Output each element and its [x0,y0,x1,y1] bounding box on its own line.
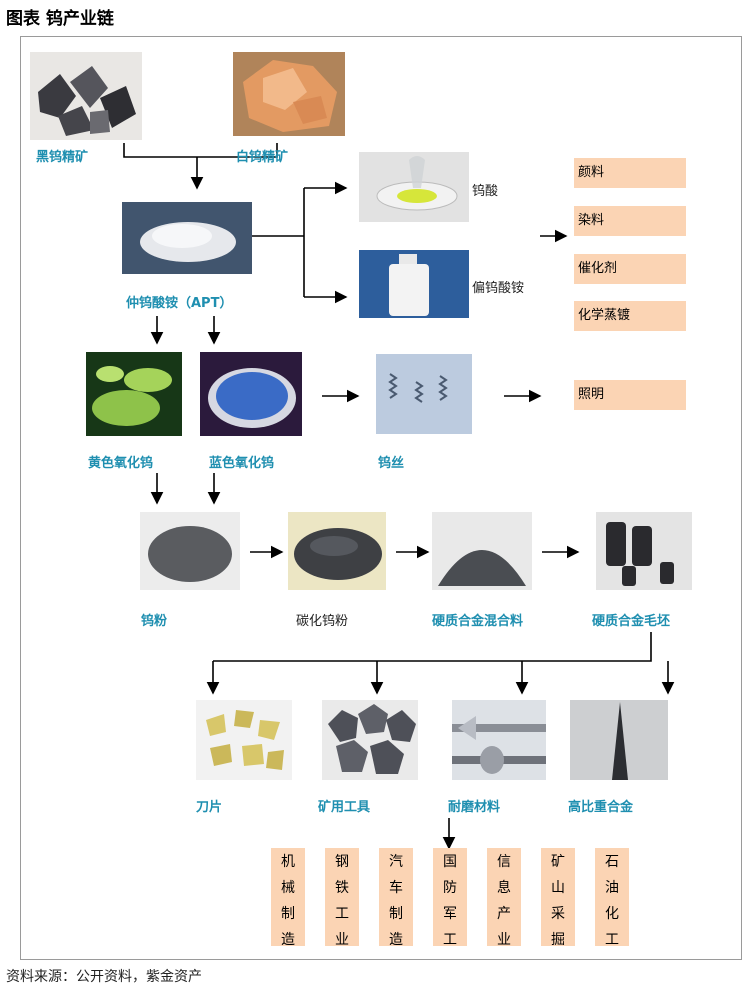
carbide-powder-label: 碳化钨粉 [296,610,348,629]
industry-char: 石 [605,851,619,874]
blank-label: 硬质合金毛坯 [592,610,670,629]
mix-image [432,512,532,590]
industry-box-petrochem: 石 油 化 工 [595,848,629,946]
apt-label: 仲钨酸铵（APT） [126,292,232,311]
industry-box-defense: 国 防 军 工 [433,848,467,946]
industry-char: 山 [551,877,565,900]
mix-label: 硬质合金混合料 [432,610,523,629]
wear-image [452,700,546,780]
amt-label: 偏钨酸铵 [472,277,524,296]
powder-label: 钨粉 [141,610,167,629]
blade-image [196,700,292,780]
use-box-catalyst: 催化剂 [574,254,686,284]
black-ore-image [30,52,142,140]
industry-char: 军 [443,903,457,926]
blue-oxide-label: 蓝色氧化钨 [209,452,274,471]
heavy-alloy-label: 高比重合金 [568,796,633,815]
industry-char: 油 [605,877,619,900]
industry-box-machinery: 机 械 制 造 [271,848,305,946]
use-box-dye: 染料 [574,206,686,236]
industry-char: 产 [497,903,511,926]
industry-char: 造 [389,929,403,952]
industry-char: 化 [605,903,619,926]
industry-char: 铁 [335,877,349,900]
carbide-powder-image [288,512,386,590]
tungsten-wire-image [376,354,472,434]
industry-box-mining: 矿 山 采 掘 [541,848,575,946]
wear-label: 耐磨材料 [448,796,500,815]
tungstic-acid-label: 钨酸 [472,180,498,199]
industry-char: 制 [389,903,403,926]
apt-powder-image [122,202,252,274]
wire-label: 钨丝 [378,452,404,471]
white-ore-image [233,52,345,136]
amt-image [359,250,469,318]
source-note: 资料来源：公开资料，紫金资产 [6,966,202,986]
industry-char: 车 [389,877,403,900]
use-box-cvd: 化学蒸镀 [574,301,686,331]
industry-char: 制 [281,903,295,926]
white-ore-label: 白钨精矿 [236,146,288,165]
industry-char: 国 [443,851,457,874]
mining-tools-label: 矿用工具 [318,796,370,815]
use-box-pigment: 颜料 [574,158,686,188]
industry-char: 工 [335,903,349,926]
tungstic-acid-image [359,152,469,222]
heavy-alloy-image [570,700,668,780]
blank-image [596,512,692,590]
industry-char: 工 [605,929,619,952]
industry-char: 机 [281,851,295,874]
black-ore-label: 黑钨精矿 [36,146,88,165]
yellow-oxide-label: 黄色氧化钨 [88,452,153,471]
industry-char: 矿 [551,851,565,874]
industry-char: 业 [497,929,511,952]
industry-char: 信 [497,851,511,874]
industry-box-auto: 汽 车 制 造 [379,848,413,946]
tungsten-powder-image [140,512,240,590]
yellow-oxide-image [86,352,182,436]
mining-tools-image [322,700,418,780]
industry-char: 采 [551,903,565,926]
industry-char: 业 [335,929,349,952]
industry-char: 钢 [335,851,349,874]
industry-char: 息 [497,877,511,900]
blue-oxide-image [200,352,302,436]
industry-char: 掘 [551,929,565,952]
industry-char: 防 [443,877,457,900]
industry-char: 械 [281,877,295,900]
industry-char: 汽 [389,851,403,874]
industry-char: 造 [281,929,295,952]
industry-box-steel: 钢 铁 工 业 [325,848,359,946]
industry-box-it: 信 息 产 业 [487,848,521,946]
lighting-box: 照明 [574,380,686,410]
blade-label: 刀片 [196,796,222,815]
industry-char: 工 [443,929,457,952]
